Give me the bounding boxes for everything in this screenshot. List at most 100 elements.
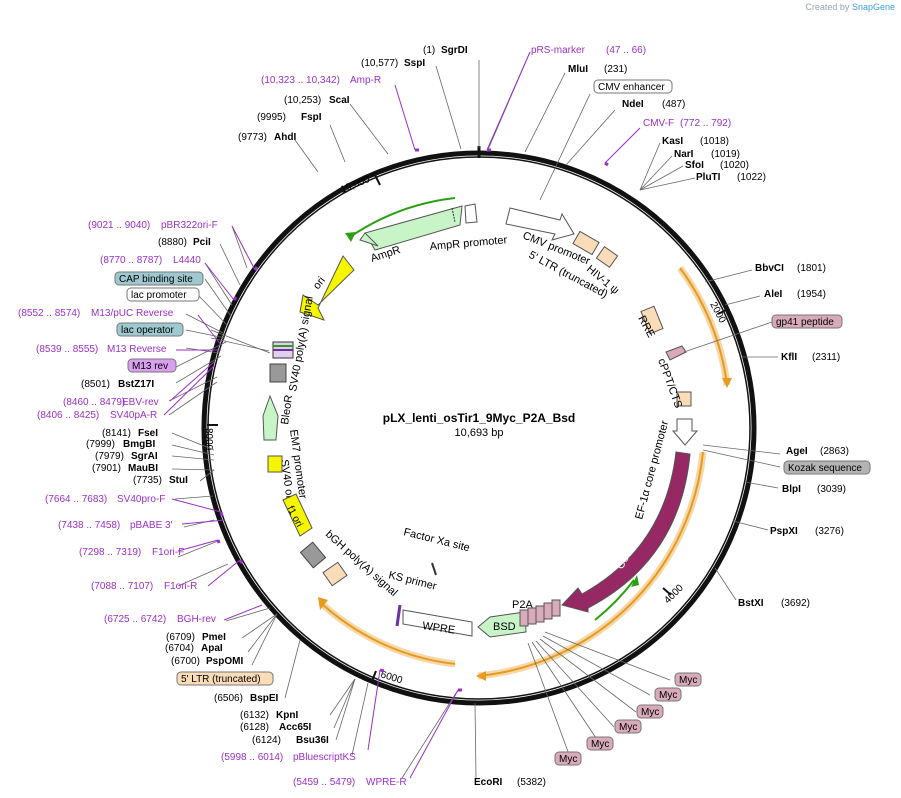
site-sgrdi-pos: (1) xyxy=(423,45,435,56)
primer-sv40pa-r-range: (8406 .. 8425) xyxy=(37,410,99,421)
site-acc65i-pos: (6128) xyxy=(240,722,269,733)
ltr-arc-arrow xyxy=(722,378,732,388)
site-bmgbi-pos: (7999) xyxy=(86,439,115,450)
tick-label-10000: 10,000 xyxy=(339,174,372,196)
feature-sv40-ori[interactable] xyxy=(267,455,283,473)
site-alei: AleI xyxy=(764,289,783,300)
label-wpre: WPRE xyxy=(422,620,456,636)
label-myc-6: Myc xyxy=(559,754,577,765)
site-pmei-pos: (6709) xyxy=(166,632,195,643)
leader-lines xyxy=(168,51,781,779)
site-pcii: PciI xyxy=(193,237,211,248)
label-ori: ori xyxy=(311,275,328,292)
feature-bgh-polya[interactable] xyxy=(299,541,327,569)
site-bbvci-pos: (1801) xyxy=(797,263,826,274)
site-ecori-pos: (5382) xyxy=(517,777,546,788)
ltr3-arc-arrow xyxy=(318,597,328,610)
site-mlui-pos: (231) xyxy=(604,64,627,75)
label-kozak: Kozak sequence xyxy=(788,463,862,474)
site-bspei: BspEI xyxy=(250,693,279,704)
site-maubi-pos: (7901) xyxy=(92,463,121,474)
primer-bgh-rev-range: (6725 .. 6742) xyxy=(104,614,166,625)
site-acc65i: Acc65I xyxy=(279,722,311,733)
site-blpi: BlpI xyxy=(782,484,801,495)
feature-ampr-promoter[interactable] xyxy=(464,203,478,224)
site-fspi-pos: (9995) xyxy=(257,112,286,123)
site-scai: ScaI xyxy=(329,95,350,106)
feature-factor-xa[interactable] xyxy=(431,562,437,576)
primer-f1ori-r-range: (7088 .. 7107) xyxy=(91,581,153,592)
site-bsu36i: Bsu36I xyxy=(296,735,329,746)
feature-sv40-polya[interactable] xyxy=(272,341,294,359)
primer-cmv-f: CMV-F xyxy=(643,118,674,129)
primer-sv40pro-f-range: (7664 .. 7683) xyxy=(45,494,107,505)
feature-sv40-polya-block[interactable] xyxy=(269,363,287,383)
feature-ori[interactable] xyxy=(299,255,355,321)
site-sgrdi: SgrDI xyxy=(441,45,468,56)
site-nari: NarI xyxy=(674,149,694,160)
feature-bleor[interactable] xyxy=(262,394,279,441)
primer-wpre-r: WPRE-R xyxy=(366,777,407,788)
feature-ltr3[interactable] xyxy=(322,561,348,587)
feature-hiv-psi[interactable] xyxy=(595,245,619,269)
site-labels: (1) SgrDI (10,577) SspI (10,253) ScaI (9… xyxy=(81,45,849,788)
primer-pbluescriptks-range: (5998 .. 6014) xyxy=(221,752,283,763)
ampr-orf-arc xyxy=(349,197,456,238)
primer-cmv-f-range: (772 .. 792) xyxy=(680,118,731,129)
primer-pbluescriptks: pBluescriptKS xyxy=(293,752,356,763)
primer-bgh-rev: BGH-rev xyxy=(177,614,216,625)
site-sfoi-pos: (1020) xyxy=(720,160,749,171)
site-ndei-pos: (487) xyxy=(662,99,685,110)
site-bstz17i-pos: (8501) xyxy=(81,379,110,390)
primer-f1ori-f: F1ori-F xyxy=(152,547,184,558)
site-pluti-pos: (1022) xyxy=(737,172,766,183)
site-pspxi-pos: (3276) xyxy=(815,526,844,537)
label-bleor: BleoR xyxy=(279,394,295,425)
primer-m13rev-range: (8539 .. 8555) xyxy=(36,344,98,355)
feature-gp41[interactable] xyxy=(665,345,687,361)
feature-f1-ori[interactable] xyxy=(282,493,313,537)
primer-sv40pro-f: SV40pro-F xyxy=(117,494,165,505)
feature-wpre[interactable] xyxy=(402,609,473,637)
feature-myc-tags[interactable] xyxy=(519,599,561,627)
primer-pbr322ori-f: pBR322ori-F xyxy=(161,220,218,231)
feature-ostir1[interactable] xyxy=(561,451,691,613)
feature-ef1a-promoter[interactable] xyxy=(671,418,699,446)
site-kfli: KflI xyxy=(781,352,797,363)
primer-l4440: L4440 xyxy=(173,255,201,266)
site-scai-pos: (10,253) xyxy=(284,95,321,106)
sin-ltr-arc-arrow xyxy=(476,671,486,681)
site-sspi-pos: (10,577) xyxy=(361,58,398,69)
label-m13-rev: M13 rev xyxy=(132,361,168,372)
site-kpni-pos: (6132) xyxy=(240,710,269,721)
feature-cppt[interactable] xyxy=(676,391,692,407)
ltr3-arc xyxy=(321,603,456,665)
plasmid-size: 10,693 bp xyxy=(455,427,504,439)
label-myc-3: Myc xyxy=(641,707,659,718)
feature-ks-primer[interactable] xyxy=(395,604,402,627)
site-pspomi-pos: (6700) xyxy=(171,656,200,667)
label-myc-5: Myc xyxy=(591,739,609,750)
site-kpni: KpnI xyxy=(276,710,298,721)
label-cppt: cPPT/CTS xyxy=(655,357,684,410)
label-myc-4: Myc xyxy=(619,722,637,733)
site-agei: AgeI xyxy=(786,446,808,457)
primer-wpre-r-range: (5459 .. 5479) xyxy=(293,777,355,788)
site-bbvci: BbvCI xyxy=(755,263,784,274)
site-stui-pos: (7735) xyxy=(133,475,162,486)
feature-rre[interactable] xyxy=(640,305,664,335)
feature-ampr[interactable] xyxy=(359,205,463,251)
label-lac-operator: lac operator xyxy=(121,325,174,336)
primer-f1ori-r: F1ori-R xyxy=(164,581,197,592)
site-ahdi: AhdI xyxy=(274,132,296,143)
ltr-arc-halo xyxy=(677,265,731,386)
feature-cmv-promoter[interactable] xyxy=(505,207,575,241)
site-ndei: NdeI xyxy=(622,99,644,110)
feature-ltr5[interactable] xyxy=(572,230,600,256)
primer-l4440-range: (8770 .. 8787) xyxy=(100,255,162,266)
label-gp41: gp41 peptide xyxy=(776,317,834,328)
primer-ampr: Amp-R xyxy=(350,75,381,86)
site-kasi-pos: (1018) xyxy=(700,136,729,147)
primer-leader-lines xyxy=(163,51,641,779)
